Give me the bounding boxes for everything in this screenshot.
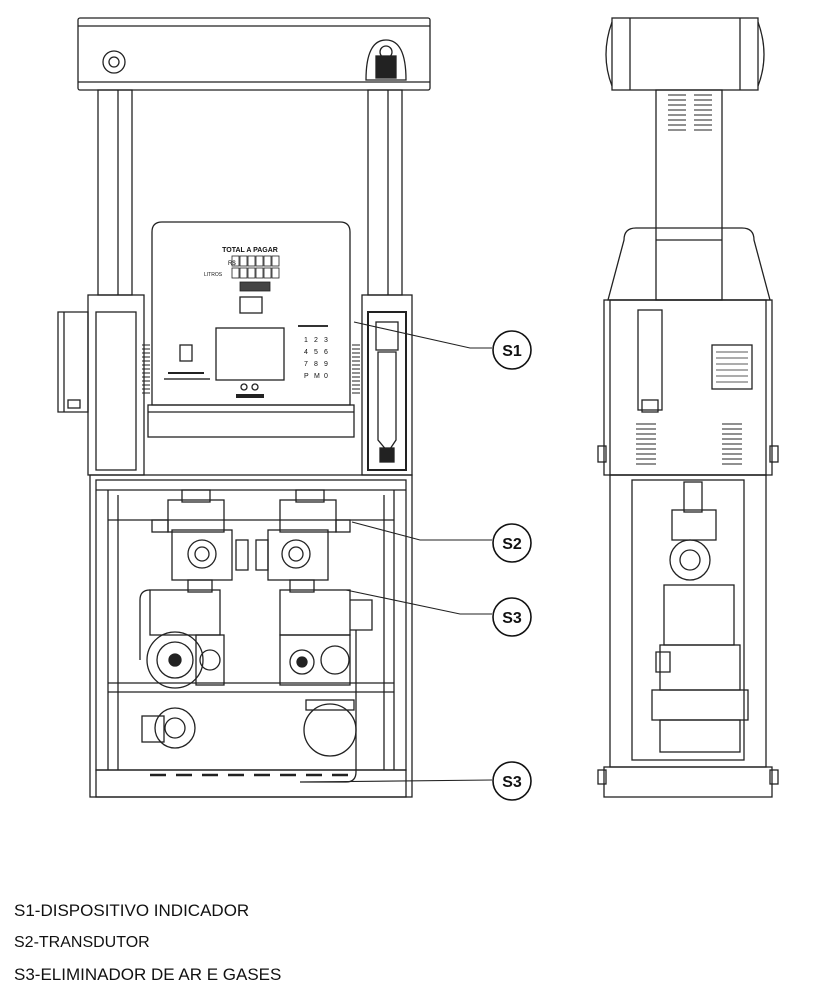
right-pump-unit [279,579,373,783]
callout-label: S2 [502,536,522,553]
front-canopy [77,17,431,91]
left-column [97,89,133,296]
right-nozzle-boot [367,311,407,471]
callout-circle [492,761,532,801]
legend: S1-DISPOSITIVO INDICADOR S2-TRANSDUTOR S… [14,895,281,991]
keypad-key: 8 [314,361,318,368]
keypad-key: 6 [324,349,328,356]
lower-cabinet [89,474,413,798]
card-slot [179,344,193,362]
side-mechanism [651,481,749,753]
legend-item-s2: S2-TRANSDUTOR [14,934,150,951]
logo-plate [239,296,263,314]
right-transducer [255,489,351,581]
keypad-key: 5 [314,349,318,356]
side-view [597,17,779,798]
side-column [655,89,723,301]
left-pump-unit [139,579,225,749]
side-hose-holder [637,309,663,411]
display-heading: TOTAL A PAGAR [222,247,278,254]
keypad-key: 7 [304,361,308,368]
callout-label: S3 [502,610,522,627]
volume-label: LITROS [204,272,223,278]
callout-circle [492,330,532,370]
left-transducer [151,489,249,581]
side-body [603,299,773,476]
keypad-key: 1 [304,337,308,344]
side-canopy [611,17,759,91]
keypad-key: M [314,373,320,380]
keypad-key: 4 [304,349,308,356]
callout-circle [492,597,532,637]
right-column [367,89,403,296]
keypad-key: 9 [324,361,328,368]
legend-item-s3: S3-ELIMINADOR DE AR E GASES [14,965,282,984]
callout-label: S1 [502,343,522,360]
side-lower-cabinet [609,474,767,768]
side-head [607,227,771,301]
display-screen [215,327,285,381]
keypad-key: 2 [314,337,318,344]
price-digits [231,255,280,292]
callout-circle [492,523,532,563]
display-vents [142,344,360,394]
side-data-plate [711,344,753,390]
callout-leaders [299,321,493,783]
keypad-key: 0 [324,373,328,380]
keypad-key: 3 [324,337,328,344]
canopy-hose-hanger [365,39,407,81]
callout-label: S3 [502,774,522,791]
display-head [151,221,351,406]
canopy-light-left [102,50,126,74]
legend-item-s1: S1-DISPOSITIVO INDICADOR [14,901,250,920]
keypad-key: P [304,373,309,380]
left-nozzle-holder [57,311,89,413]
